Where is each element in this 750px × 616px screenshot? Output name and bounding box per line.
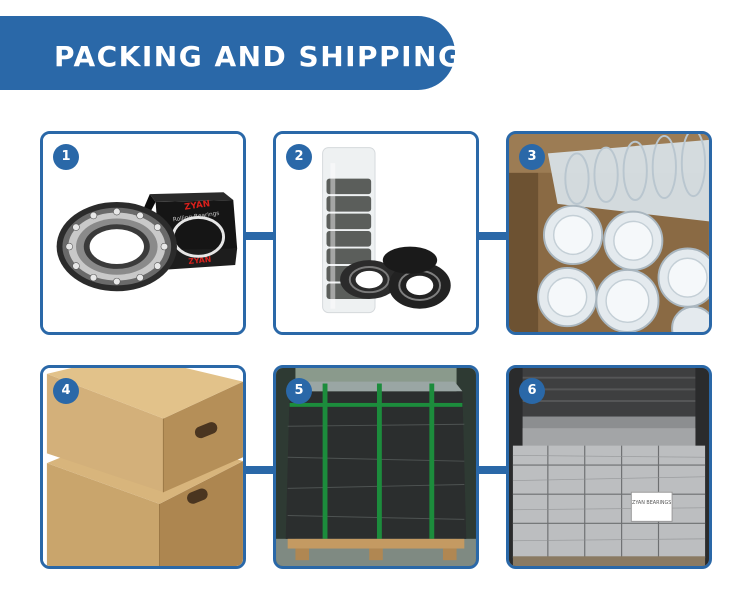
box-brand-text: ZYAN: [184, 199, 211, 213]
bearing-with-box-image: ZYAN Rolling Bearings ZYAN: [43, 134, 243, 332]
step-badge-6: 6: [519, 378, 545, 404]
connector-5-6: [479, 466, 507, 474]
step-badge-5: 5: [286, 378, 312, 404]
cardboard-boxes-image: [43, 368, 243, 566]
step-badge-3: 3: [519, 144, 545, 170]
bearings-in-tube-image: [276, 134, 476, 332]
step-badge-4: 4: [53, 378, 79, 404]
step-card-2: 2: [273, 131, 479, 335]
wrapped-pallet-image: [276, 368, 476, 566]
tubes-in-carton-image: [509, 134, 709, 332]
step-card-6: ZYAN BEARINGS 6: [506, 365, 712, 569]
section-title: PACKING AND SHIPPING: [54, 40, 463, 73]
step-card-4: 4: [40, 365, 246, 569]
step-card-5: 5: [273, 365, 479, 569]
step-badge-1: 1: [53, 144, 79, 170]
connector-1-2: [246, 232, 274, 240]
connector-4-5: [246, 466, 274, 474]
pallets-in-container-image: ZYAN BEARINGS: [509, 368, 709, 566]
box-brand-text-lower: ZYAN: [188, 255, 212, 266]
step-card-1: ZYAN Rolling Bearings ZYAN 1: [40, 131, 246, 335]
section-header-banner: PACKING AND SHIPPING: [0, 16, 461, 90]
step-card-3: 3: [506, 131, 712, 335]
connector-2-3: [479, 232, 507, 240]
pallet-label-text: ZYAN BEARINGS: [632, 500, 671, 506]
step-badge-2: 2: [286, 144, 312, 170]
